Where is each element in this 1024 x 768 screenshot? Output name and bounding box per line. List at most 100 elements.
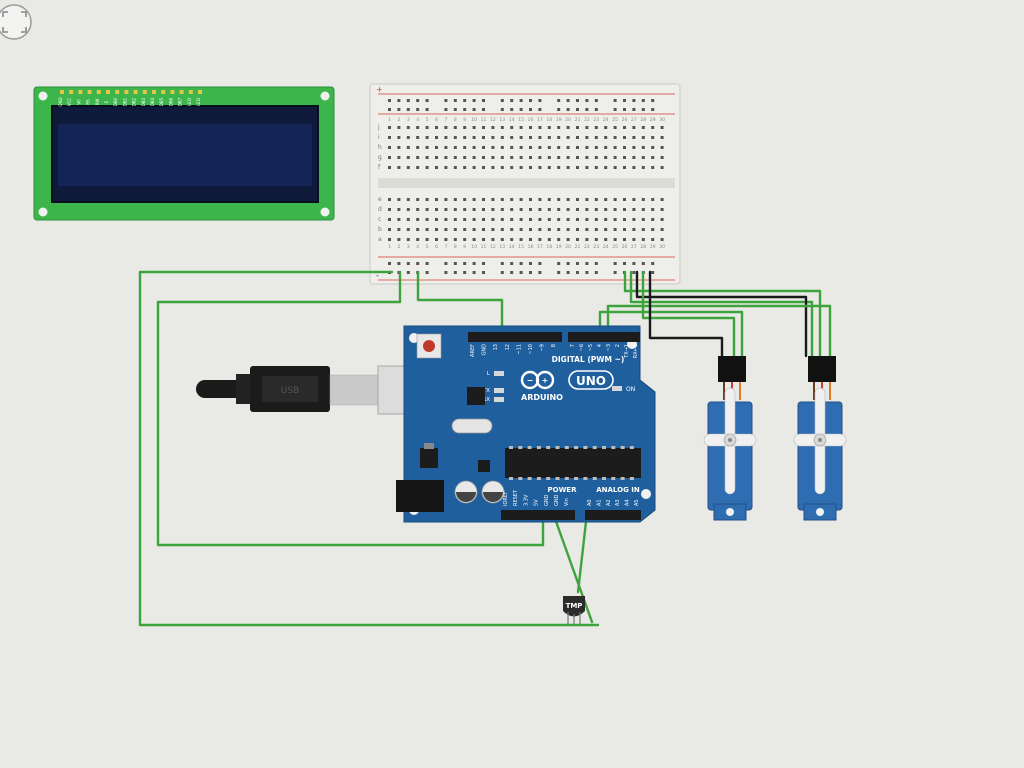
breadboard-hole[interactable] [406,136,410,139]
rail-hole[interactable] [406,262,410,265]
rail-hole[interactable] [566,271,570,274]
reset-button-cap[interactable] [423,340,435,352]
breadboard-hole[interactable] [557,218,561,221]
breadboard-hole[interactable] [397,238,401,241]
breadboard-hole[interactable] [472,198,476,201]
breadboard-hole[interactable] [425,156,429,159]
rail-hole[interactable] [519,262,523,265]
lcd-pin-pad[interactable] [96,90,101,94]
breadboard-hole[interactable] [482,208,485,211]
breadboard-hole[interactable] [576,166,579,169]
breadboard-hole[interactable] [641,156,645,159]
breadboard-hole[interactable] [547,228,551,231]
breadboard-hole[interactable] [529,208,532,211]
breadboard-hole[interactable] [538,208,542,211]
breadboard-hole[interactable] [566,146,570,149]
breadboard-hole[interactable] [547,238,551,241]
breadboard-hole[interactable] [406,146,410,149]
rail-hole[interactable] [510,99,514,102]
breadboard-hole[interactable] [585,166,589,169]
breadboard-hole[interactable] [641,166,645,169]
breadboard-hole[interactable] [651,238,655,241]
breadboard-hole[interactable] [529,136,532,139]
breadboard-hole[interactable] [651,228,655,231]
breadboard-hole[interactable] [576,126,579,129]
breadboard-hole[interactable] [594,136,598,139]
breadboard-hole[interactable] [425,146,429,149]
breadboard-hole[interactable] [416,156,420,159]
rail-hole[interactable] [500,108,504,111]
rail-hole[interactable] [406,99,410,102]
rail-hole[interactable] [641,262,645,265]
rail-hole[interactable] [651,262,655,265]
breadboard-hole[interactable] [453,198,457,201]
breadboard-hole[interactable] [585,218,589,221]
breadboard-hole[interactable] [613,126,617,129]
breadboard-hole[interactable] [406,126,410,129]
breadboard-hole[interactable] [660,218,664,221]
rail-hole[interactable] [444,271,448,274]
rail-hole[interactable] [576,108,579,111]
breadboard-hole[interactable] [641,198,645,201]
breadboard-hole[interactable] [529,156,532,159]
breadboard-hole[interactable] [406,208,410,211]
servo-2[interactable] [793,356,847,521]
breadboard-hole[interactable] [416,208,420,211]
breadboard-hole[interactable] [406,166,410,169]
breadboard-hole[interactable] [585,228,589,231]
breadboard-hole[interactable] [538,126,542,129]
rail-hole[interactable] [613,99,617,102]
breadboard-hole[interactable] [538,198,542,201]
rail-hole[interactable] [519,99,523,102]
breadboard-hole[interactable] [406,218,410,221]
breadboard-hole[interactable] [632,126,636,129]
breadboard-hole[interactable] [425,198,429,201]
breadboard-hole[interactable] [500,166,504,169]
digital-header-right[interactable] [568,332,640,342]
breadboard-hole[interactable] [623,146,626,149]
breadboard-hole[interactable] [388,238,391,241]
rail-hole[interactable] [566,262,570,265]
breadboard-hole[interactable] [641,208,645,211]
breadboard-hole[interactable] [435,166,438,169]
breadboard-hole[interactable] [604,208,608,211]
breadboard-hole[interactable] [472,156,476,159]
breadboard-hole[interactable] [491,218,495,221]
rail-hole[interactable] [576,271,579,274]
rail-hole[interactable] [510,108,514,111]
breadboard-hole[interactable] [510,136,514,139]
rail-hole[interactable] [453,108,457,111]
breadboard-hole[interactable] [397,208,401,211]
rail-hole[interactable] [482,271,485,274]
breadboard-hole[interactable] [444,208,448,211]
breadboard-hole[interactable] [623,218,626,221]
breadboard-hole[interactable] [416,166,420,169]
breadboard-hole[interactable] [463,166,467,169]
breadboard-hole[interactable] [641,228,645,231]
breadboard-hole[interactable] [623,208,626,211]
rail-hole[interactable] [557,271,561,274]
rail-hole[interactable] [425,99,429,102]
breadboard-hole[interactable] [482,126,485,129]
breadboard-hole[interactable] [547,126,551,129]
breadboard-hole[interactable] [510,126,514,129]
rail-hole[interactable] [406,271,410,274]
breadboard-hole[interactable] [651,136,655,139]
breadboard-hole[interactable] [632,198,636,201]
breadboard-hole[interactable] [435,156,438,159]
servo-1[interactable] [703,356,757,521]
breadboard-hole[interactable] [388,198,391,201]
breadboard-hole[interactable] [557,126,561,129]
breadboard-hole[interactable] [557,198,561,201]
breadboard-hole[interactable] [660,208,664,211]
breadboard-hole[interactable] [613,238,617,241]
rail-hole[interactable] [500,271,504,274]
breadboard-hole[interactable] [482,136,485,139]
breadboard-hole[interactable] [388,208,391,211]
rail-hole[interactable] [519,271,523,274]
breadboard-hole[interactable] [594,208,598,211]
breadboard-hole[interactable] [397,156,401,159]
breadboard-hole[interactable] [651,146,655,149]
rail-hole[interactable] [388,99,391,102]
